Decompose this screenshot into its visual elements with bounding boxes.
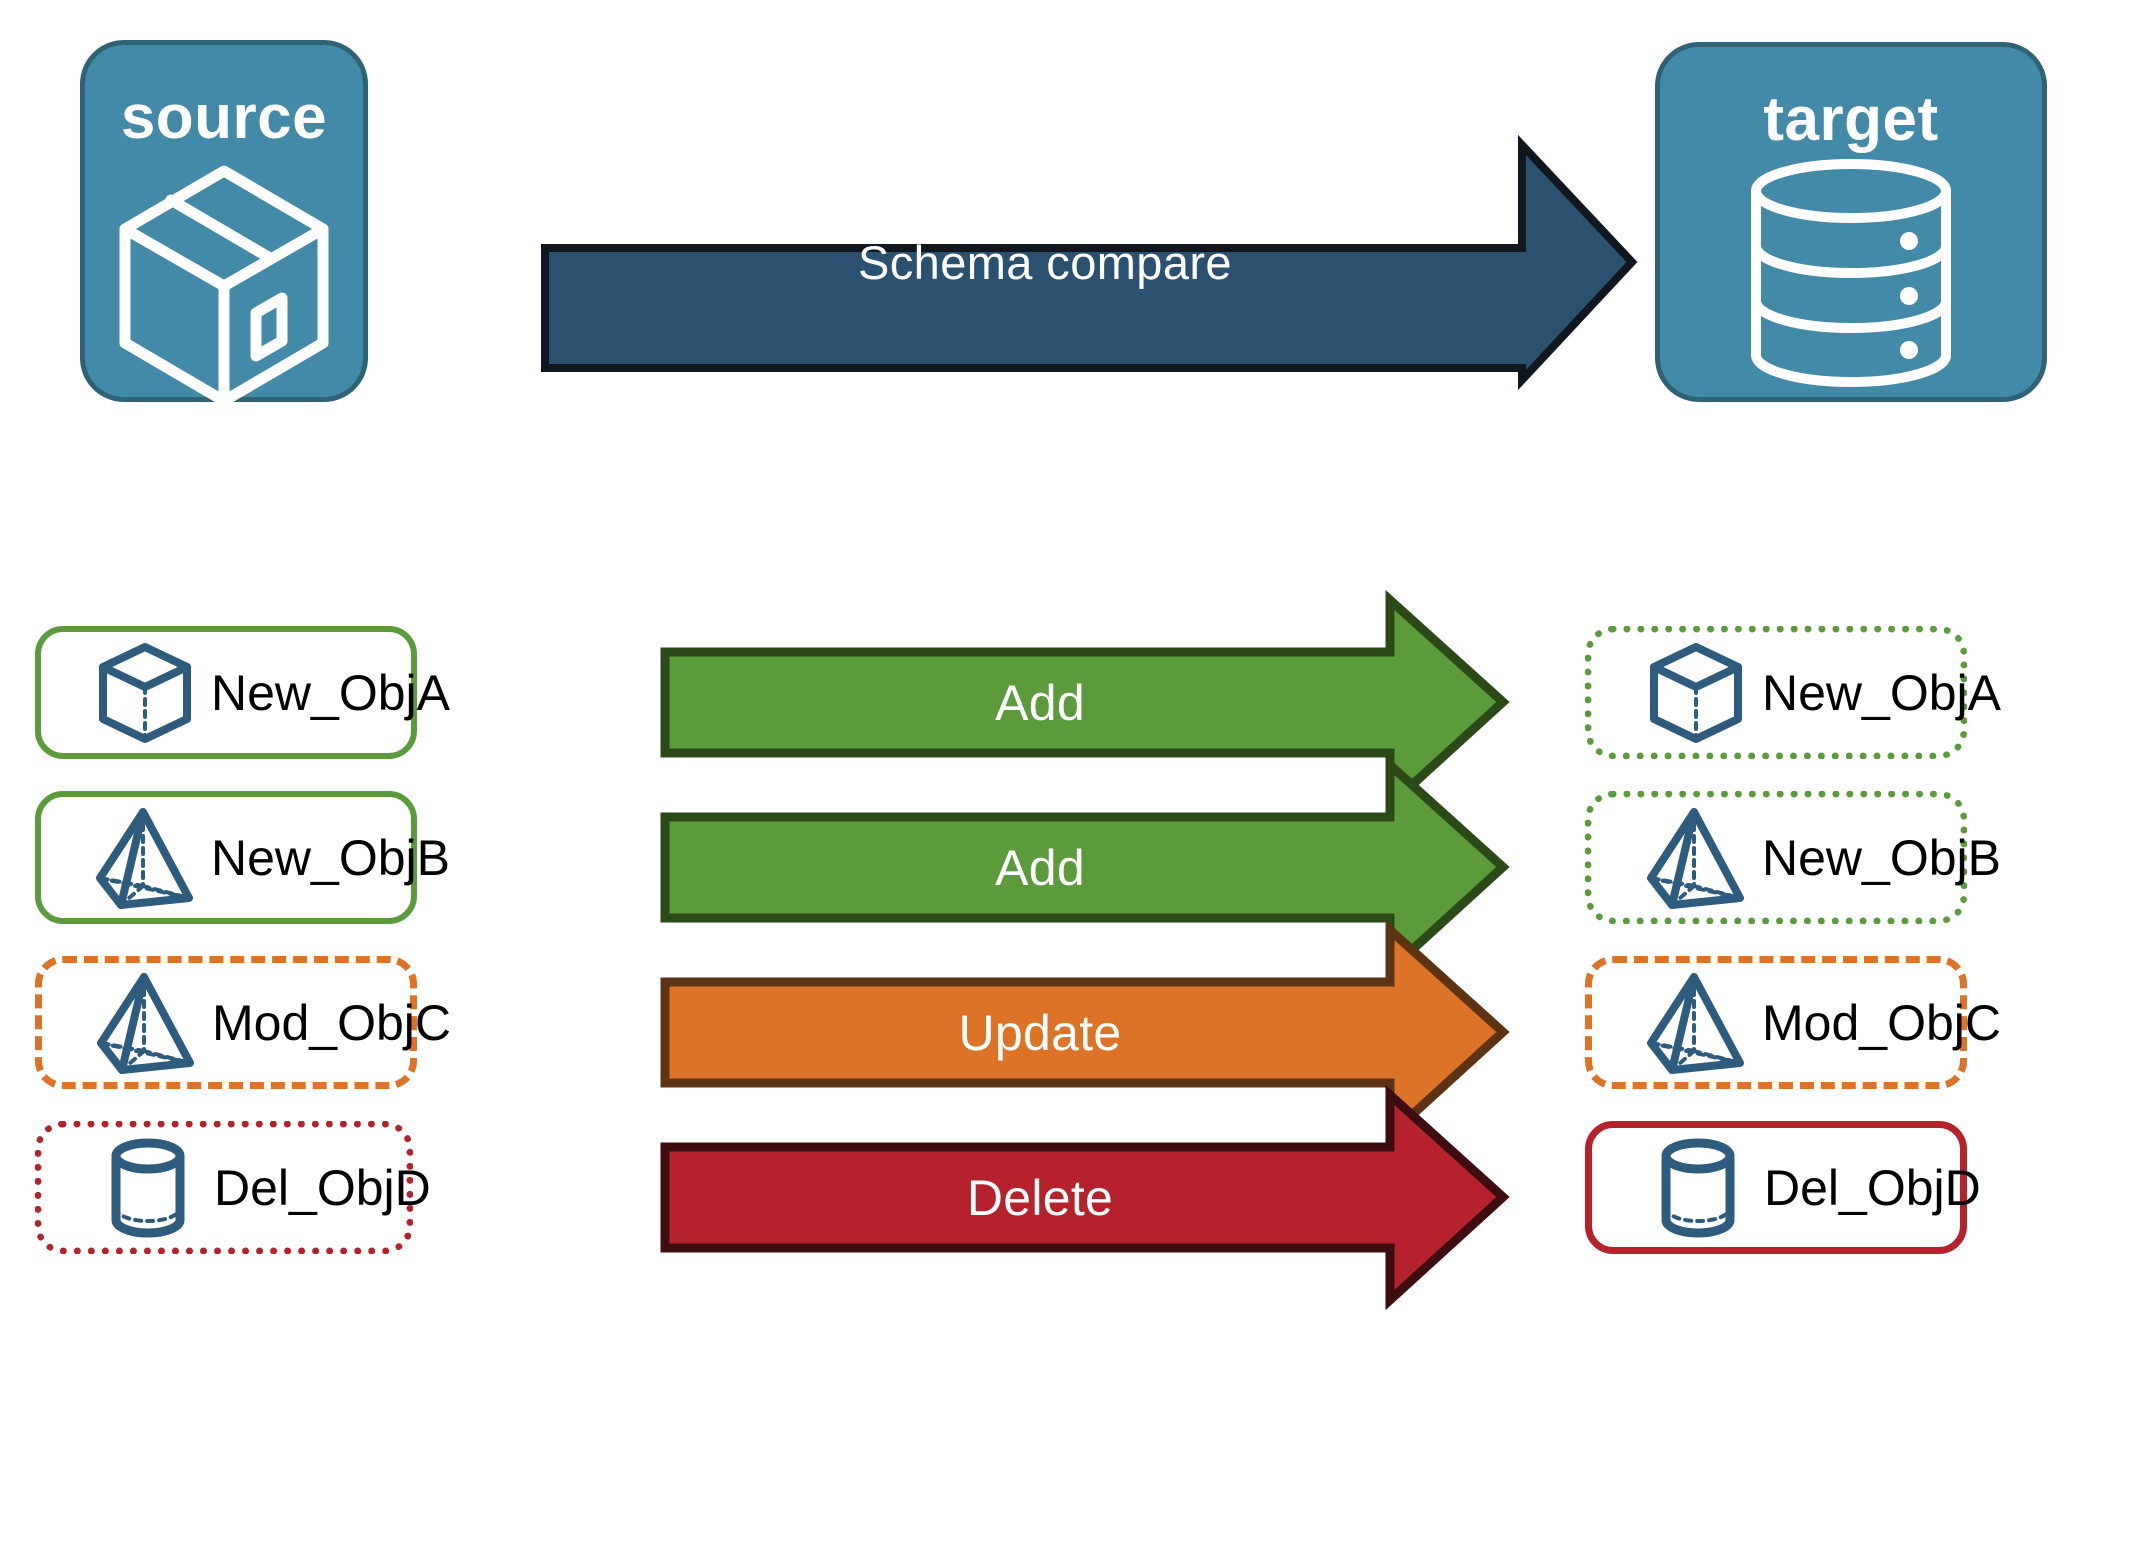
add-action-label: Add [995, 674, 1085, 731]
source-object-label: Mod_ObjC [212, 994, 451, 1051]
delete-action-label: Delete [966, 1169, 1114, 1226]
add-action-arrow: Add [660, 589, 1510, 816]
target-object-card[interactable]: Del_ObjD [1585, 1121, 1981, 1254]
wireframe-cube-icon [93, 641, 197, 745]
compare-row: New_ObjB Add [0, 754, 2150, 981]
wireframe-pyramid-icon [1644, 806, 1748, 910]
source-title: source [120, 83, 328, 152]
wireframe-pyramid-icon [94, 971, 198, 1075]
database-cylinder-icon [1660, 151, 2042, 397]
wireframe-cylinder-icon [1646, 1136, 1750, 1240]
wireframe-pyramid-icon [1644, 971, 1748, 1075]
package-box-icon [85, 149, 363, 407]
update-action-arrow: Update [660, 919, 1510, 1146]
wireframe-cylinder-icon [96, 1136, 200, 1240]
target-object-label: Mod_ObjC [1762, 994, 2001, 1051]
update-action-label: Update [958, 1004, 1122, 1061]
delete-action-arrow: Delete [660, 1084, 1510, 1311]
target-object-card[interactable]: Mod_ObjC [1585, 956, 2001, 1089]
source-object-label: New_ObjB [211, 829, 450, 886]
target-object-label: Del_ObjD [1764, 1159, 1981, 1216]
add-action-arrow: Add [660, 754, 1510, 981]
schema-compare-arrow: Schema compare [540, 134, 1640, 391]
compare-row: Mod_ObjC Update [0, 919, 2150, 1146]
source-object-label: Del_ObjD [214, 1159, 431, 1216]
add-action-label: Add [995, 839, 1085, 896]
source-object-card[interactable]: New_ObjB [35, 791, 450, 924]
source-object-label: New_ObjA [211, 664, 450, 721]
target-object-label: New_ObjA [1762, 664, 2001, 721]
source-endpoint-card[interactable]: source [80, 40, 368, 407]
target-title: target [1763, 85, 1939, 154]
target-endpoint-card[interactable]: target [1655, 42, 2047, 402]
schema-compare-label: Schema compare [858, 236, 1232, 289]
target-object-card[interactable]: New_ObjA [1585, 626, 2001, 759]
target-object-label: New_ObjB [1762, 829, 2001, 886]
compare-row: New_ObjA Add [0, 589, 2150, 816]
target-object-card[interactable]: New_ObjB [1585, 791, 2001, 924]
compare-row: Del_ObjD Delete Del_ObjD [0, 1084, 2150, 1311]
source-object-card[interactable]: Mod_ObjC [35, 956, 451, 1089]
source-object-card[interactable]: Del_ObjD [35, 1121, 431, 1254]
wireframe-cube-icon [1644, 641, 1748, 745]
source-object-card[interactable]: New_ObjA [35, 626, 450, 759]
wireframe-pyramid-icon [93, 806, 197, 910]
